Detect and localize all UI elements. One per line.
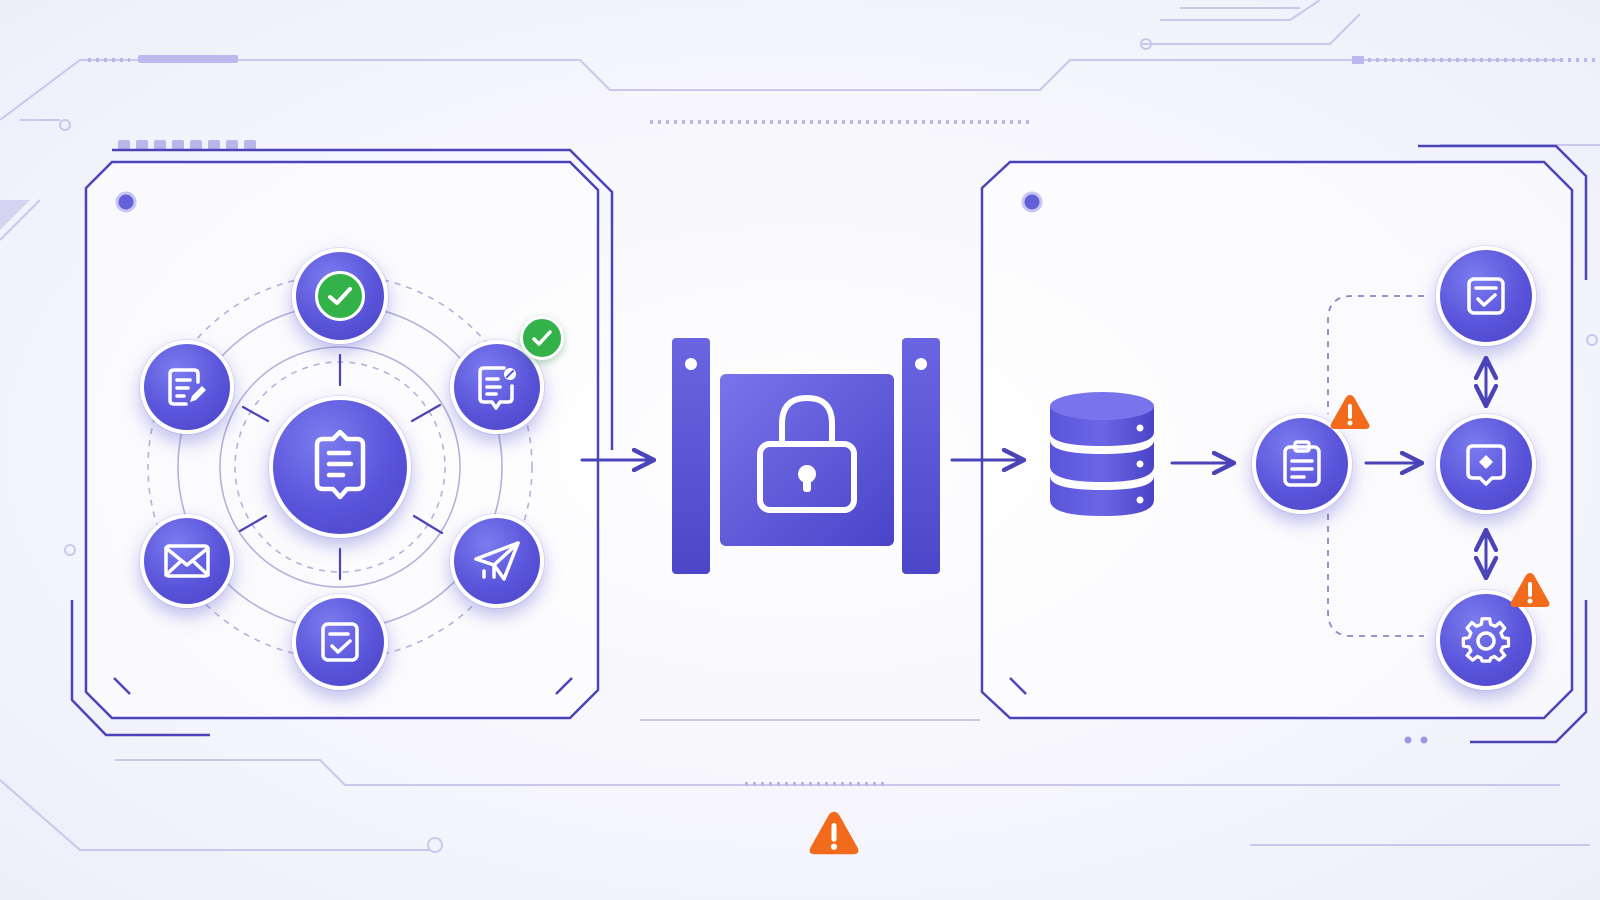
approved-badge: [520, 316, 564, 360]
gateway-pillar-right: [902, 338, 940, 574]
destination-panel-screw: [1021, 191, 1043, 213]
database-node[interactable]: [1046, 388, 1158, 520]
gateway-pillar-left: [672, 338, 710, 574]
satellite-node-send[interactable]: [450, 514, 544, 608]
footer-warning-icon[interactable]: [806, 808, 862, 858]
check-icon: [315, 271, 365, 321]
warning-icon: [1330, 395, 1370, 429]
clipboard-icon: [1283, 440, 1321, 487]
clipboard-node[interactable]: [1252, 414, 1352, 514]
document-edit-icon: [478, 366, 516, 410]
padlock-icon: [757, 395, 857, 513]
send-icon: [474, 541, 520, 581]
document-chat-icon: [314, 429, 366, 500]
mail-icon: [164, 544, 210, 578]
source-panel-screw: [115, 191, 137, 213]
satellite-node-document-edit[interactable]: [140, 340, 234, 434]
diamond-node[interactable]: [1436, 414, 1536, 514]
hub-node[interactable]: [269, 396, 411, 538]
satellite-node-checklist[interactable]: [292, 594, 388, 690]
security-gateway[interactable]: [672, 336, 942, 576]
checklist-icon: [1467, 277, 1505, 315]
gear-icon: [1461, 617, 1511, 663]
satellite-node-mail[interactable]: [140, 514, 234, 608]
check-icon: [532, 330, 552, 346]
warning-icon: [1510, 573, 1550, 607]
satellite-node-check[interactable]: [292, 248, 388, 344]
document-edit-icon: [168, 368, 206, 406]
diamond-badge-icon: [1466, 444, 1506, 486]
branch-node-checklist[interactable]: [1436, 246, 1536, 346]
database-icon: [1050, 392, 1154, 516]
checklist-icon: [321, 622, 359, 662]
